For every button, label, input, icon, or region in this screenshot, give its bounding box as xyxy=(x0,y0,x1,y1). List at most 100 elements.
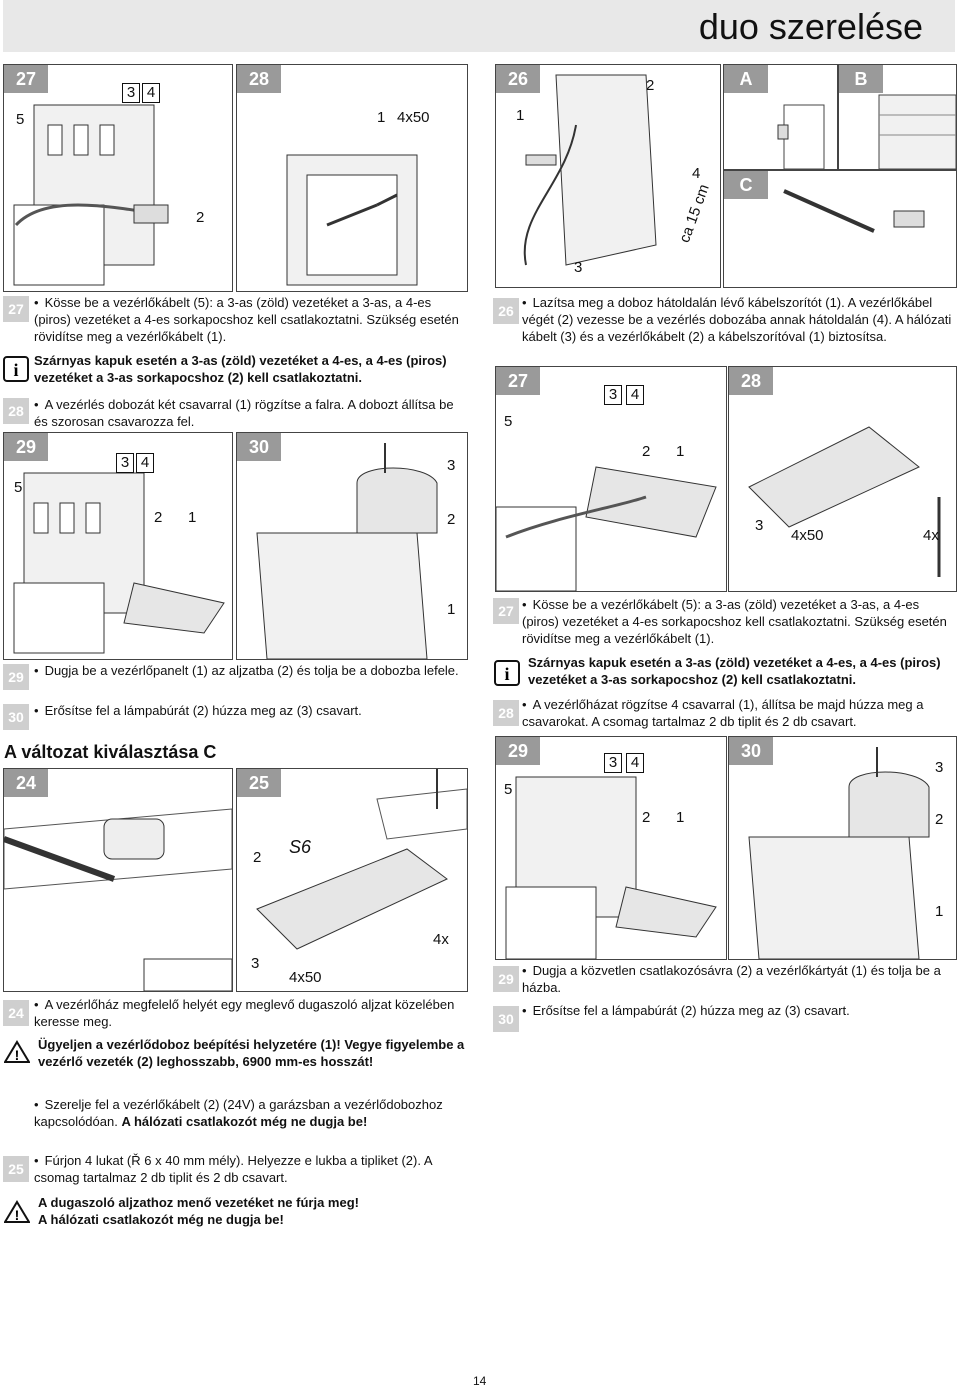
svg-text:!: ! xyxy=(15,1047,20,1063)
svg-text:i: i xyxy=(13,360,18,380)
figure-B-variant: B xyxy=(838,64,957,170)
page-number: 14 xyxy=(473,1374,487,1388)
step-26-text: •Lazítsa meg a doboz hátoldalán lévő káb… xyxy=(522,295,952,344)
step-badge: 26 xyxy=(493,298,519,324)
callout: 1 xyxy=(935,903,944,920)
figure-26-cable-clamp: 26 2 1 4 3 ca 15 cm xyxy=(495,64,721,288)
figure-label: 24 xyxy=(4,769,48,797)
step-badge: 27 xyxy=(3,296,29,322)
callout: 2 xyxy=(196,209,205,226)
step-badge: 30 xyxy=(493,1006,519,1032)
callout: 3 xyxy=(574,259,583,276)
step-badge: 29 xyxy=(493,966,519,992)
step-30b-text: •Erősítse fel a lámpabúrát (2) húzza meg… xyxy=(522,1003,850,1018)
figure-C-variant: C xyxy=(723,170,957,288)
figure-label: 27 xyxy=(496,367,540,395)
callout: 1 xyxy=(676,443,685,460)
figure-A-variant: A xyxy=(723,64,838,170)
callout-box: 3 xyxy=(604,385,622,405)
callout: 1 xyxy=(516,107,525,124)
figure-30b-illustration xyxy=(748,747,930,959)
callout-box: 4 xyxy=(626,385,644,405)
callout: 1 xyxy=(447,601,456,618)
figure-28-screws: 28 1 4x50 xyxy=(236,64,468,292)
figure-label: 26 xyxy=(496,65,540,93)
svg-text:!: ! xyxy=(15,1207,20,1223)
callout: 3 xyxy=(447,457,456,474)
figure-label: 30 xyxy=(237,433,281,461)
callout: 4 xyxy=(692,165,701,182)
figure-label: 27 xyxy=(4,65,48,93)
callout-box: 3 xyxy=(122,83,140,103)
figure-label: B xyxy=(839,65,883,93)
callout: 4x50 xyxy=(397,109,430,126)
callout: 3 xyxy=(251,955,260,972)
figure-label: A xyxy=(724,65,768,93)
step-29-text: •Dugja be a vezérlőpanelt (1) az aljzatb… xyxy=(34,663,459,678)
figure-29-illustration xyxy=(13,472,225,654)
callout: 5 xyxy=(14,479,23,496)
figure-30-illustration xyxy=(256,443,438,659)
step-badge: 28 xyxy=(493,700,519,726)
callout-box: 4 xyxy=(136,453,154,473)
info-note: Szárnyas kapuk esetén a 3-as (zöld) veze… xyxy=(528,655,941,687)
figure-27-illustration xyxy=(13,104,169,286)
callout: 2 xyxy=(935,811,944,828)
callout-box: 3 xyxy=(116,453,134,473)
callout: 4x50 xyxy=(791,527,824,544)
callout: 2 xyxy=(642,809,651,826)
callout: 2 xyxy=(646,77,655,94)
callout: 5 xyxy=(504,781,513,798)
figure-29b-panel: 29 3 4 5 2 1 xyxy=(495,736,727,960)
callout: S6 xyxy=(289,837,312,857)
callout: 1 xyxy=(188,509,197,526)
figure-30b-cover: 30 3 2 1 xyxy=(728,736,957,960)
figure-29b-illustration xyxy=(505,776,717,959)
step-24-text: •A vezérlőház megfelelő helyét egy megle… xyxy=(34,997,455,1029)
warning-icon: ! xyxy=(4,1040,30,1063)
step-badge: 29 xyxy=(3,664,29,690)
figure-30-cover: 30 3 2 1 xyxy=(236,432,468,660)
callout: 4x xyxy=(433,931,449,948)
callout: 2 xyxy=(642,443,651,460)
callout: 4x xyxy=(923,527,939,544)
info-icon: i xyxy=(494,660,520,686)
warning-note-line-1: A dugaszoló aljzathoz menő vezetéket ne … xyxy=(38,1195,359,1210)
step-badge: 27 xyxy=(493,598,519,624)
svg-text:i: i xyxy=(504,664,509,684)
step-28b-text: •A vezérlőházat rögzítse 4 csavarral (1)… xyxy=(522,697,924,729)
callout: 2 xyxy=(447,511,456,528)
figure-label: 30 xyxy=(729,737,773,765)
step-badge: 24 xyxy=(3,1000,29,1026)
warning-note-line-2: A hálózati csatlakozót még ne dugja be! xyxy=(38,1212,284,1227)
info-note: Szárnyas kapuk esetén a 3-as (zöld) veze… xyxy=(34,353,447,385)
warning-icon: ! xyxy=(4,1200,30,1223)
callout: 1 xyxy=(377,109,386,126)
callout: 3 xyxy=(755,517,764,534)
figure-label: 29 xyxy=(4,433,48,461)
figure-label: C xyxy=(724,171,768,199)
figure-27b-wiring: 27 3 4 5 2 1 xyxy=(495,366,727,592)
figure-29-panel: 29 3 4 5 2 1 xyxy=(3,432,233,660)
figure-28-illustration xyxy=(286,154,418,286)
step-25-text: •Fúrjon 4 lukat (Ř 6 x 40 mm mély). Hely… xyxy=(34,1153,432,1185)
figure-label: 28 xyxy=(729,367,773,395)
callout: 2 xyxy=(253,849,262,866)
step-25-intro: •Szerelje fel a vezérlőkábelt (2) (24V) … xyxy=(34,1097,443,1129)
info-icon: i xyxy=(3,356,29,382)
figure-25-illustration xyxy=(256,769,467,950)
figure-label: 25 xyxy=(237,769,281,797)
callout: 3 xyxy=(935,759,944,776)
figure-24-illustration xyxy=(4,808,232,991)
section-title: A változat kiválasztása C xyxy=(4,742,217,762)
figure-28b-screws: 28 3 4x50 4x xyxy=(728,366,957,592)
figure-24-placement: 24 xyxy=(3,768,233,992)
page-header: duo szerelése xyxy=(3,0,955,52)
callout: 2 xyxy=(154,509,163,526)
callout-box: 4 xyxy=(626,753,644,773)
step-27b-text: •Kösse be a vezérlőkábelt (5): a 3-as (z… xyxy=(522,597,947,646)
callout-box: 3 xyxy=(604,753,622,773)
step-29b-text: •Dugja a közvetlen csatlakozósávra (2) a… xyxy=(522,963,941,995)
step-badge: 25 xyxy=(3,1156,29,1182)
callout: 5 xyxy=(16,111,25,128)
